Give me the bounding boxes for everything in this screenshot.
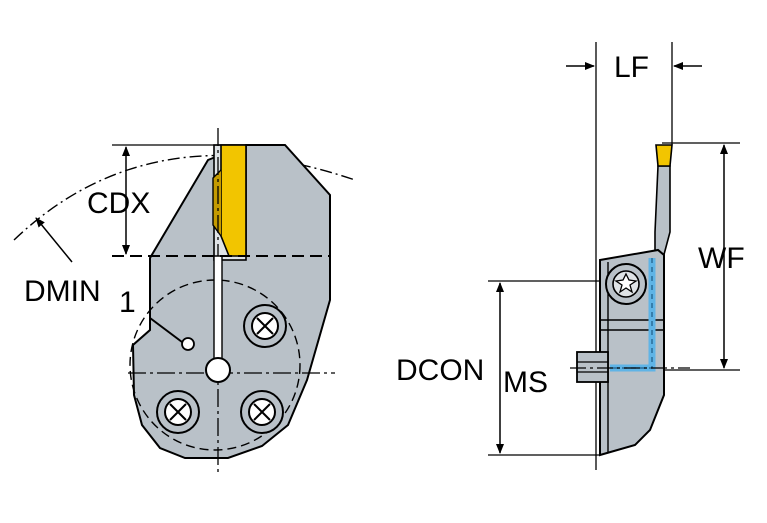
coolant-connector bbox=[576, 351, 609, 383]
holder-body bbox=[131, 144, 331, 459]
cdx-label: CDX bbox=[87, 187, 150, 220]
dmin-subscript: 1 bbox=[119, 286, 136, 319]
dcon-label: DCON bbox=[396, 354, 484, 387]
side-insert bbox=[655, 144, 673, 167]
dcon-subscript: MS bbox=[503, 366, 548, 399]
side-blade bbox=[654, 165, 671, 263]
torx-star-icon bbox=[614, 272, 638, 294]
front-view bbox=[13, 128, 356, 472]
insert-edge bbox=[212, 169, 222, 237]
bolt-bottom-left bbox=[156, 390, 200, 434]
center-screw bbox=[205, 357, 231, 383]
holder-slot bbox=[149, 317, 187, 346]
dmin-leader bbox=[35, 217, 73, 263]
coolant-channel bbox=[213, 255, 223, 361]
cutting-insert bbox=[220, 144, 247, 257]
wf-label: WF bbox=[698, 242, 745, 275]
lf-label: LF bbox=[614, 51, 649, 84]
bolt-top-right bbox=[243, 304, 287, 348]
side-view bbox=[488, 42, 740, 470]
bolt-bottom-right bbox=[240, 390, 284, 434]
coolant-hole bbox=[181, 337, 195, 351]
dmin-label: DMIN bbox=[24, 275, 101, 308]
